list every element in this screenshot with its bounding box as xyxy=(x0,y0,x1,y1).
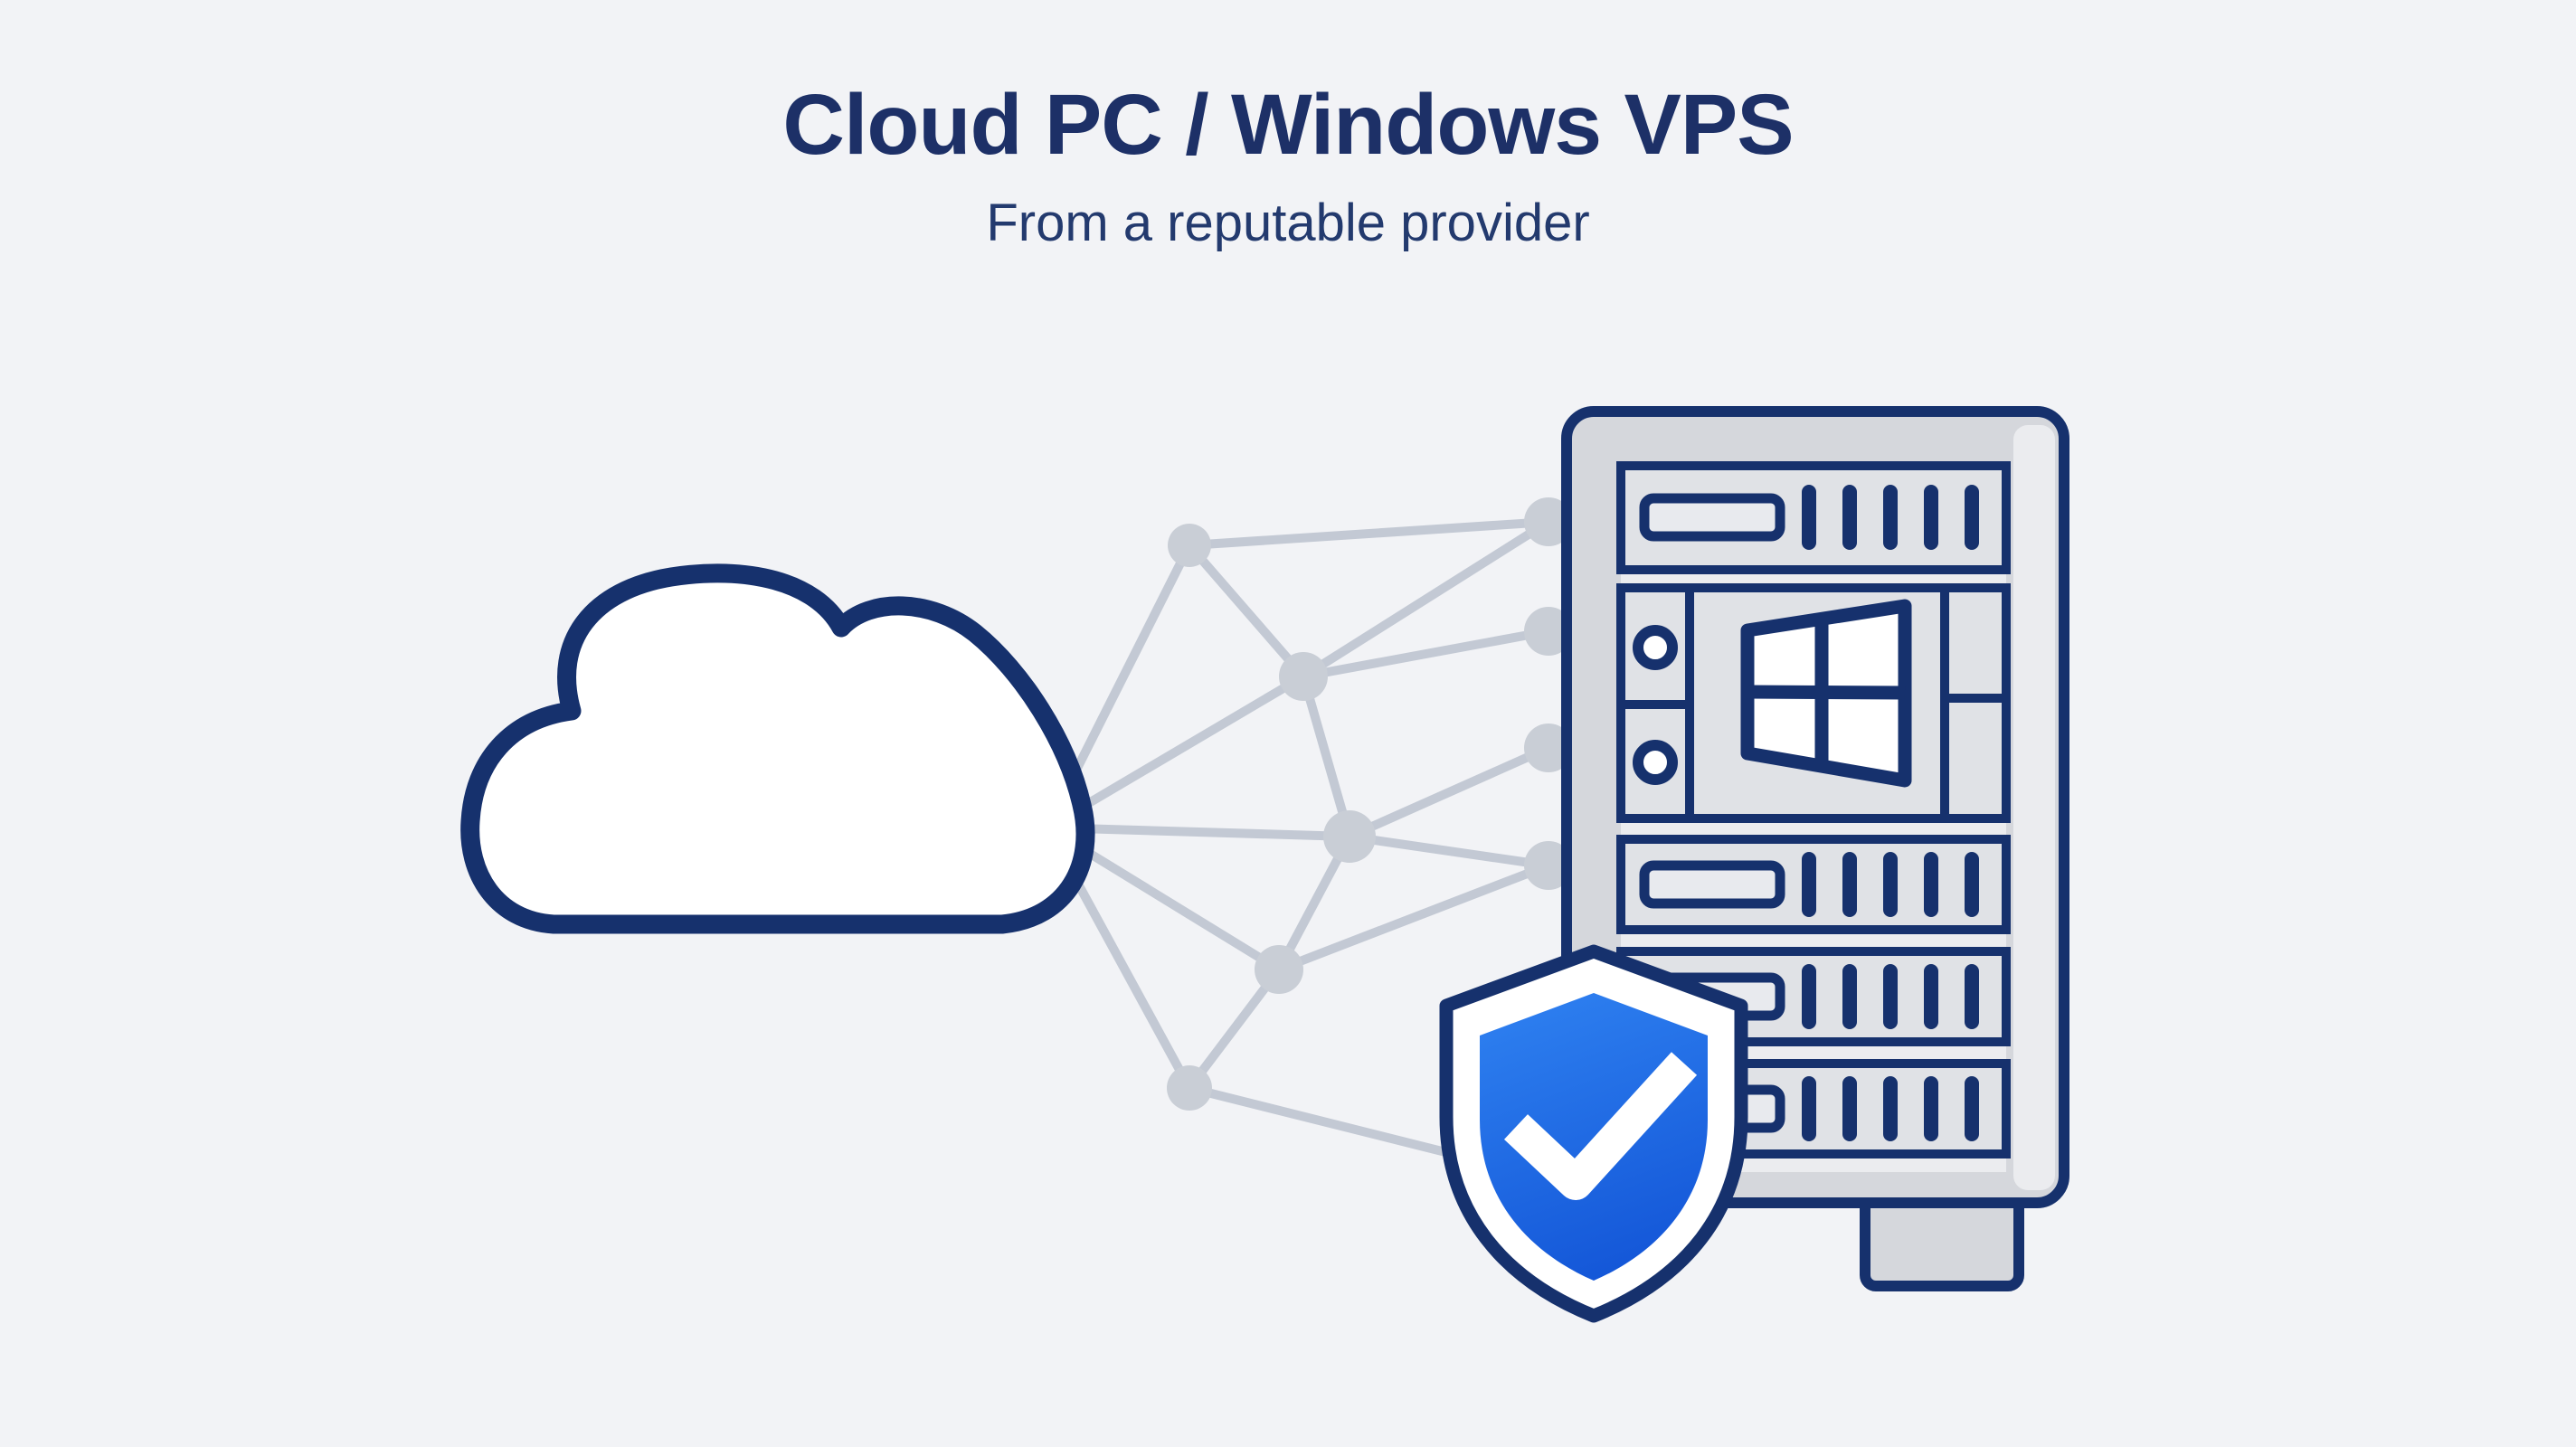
server-bay xyxy=(1616,461,2011,574)
checkmark-icon xyxy=(1503,1052,1698,1200)
cloud-outline-icon xyxy=(460,563,1095,934)
shield-fill xyxy=(1480,993,1708,1281)
header: Cloud PC / Windows VPS From a reputable … xyxy=(0,76,2576,252)
page-title: Cloud PC / Windows VPS xyxy=(782,77,1794,173)
network-node xyxy=(1524,724,1573,772)
network-node xyxy=(1323,810,1376,863)
network-node xyxy=(1524,607,1573,656)
network-node xyxy=(1524,841,1573,890)
drive-slot xyxy=(1644,498,1780,536)
network-node xyxy=(1524,497,1573,546)
server-side-rail xyxy=(2013,425,2055,1190)
network-nodes xyxy=(1167,497,1573,1111)
page-subtitle: From a reputable provider xyxy=(986,194,1590,253)
drive-led xyxy=(1633,625,1678,670)
windows-logo-icon xyxy=(1740,599,1912,788)
drive-slot xyxy=(1644,865,1780,903)
shield-checkmark-icon xyxy=(1439,944,1748,1323)
network-node xyxy=(1168,524,1211,567)
server-os-section xyxy=(1616,583,2011,823)
drive-led xyxy=(1633,740,1678,785)
server-bay xyxy=(1616,835,2011,934)
network-node xyxy=(1279,652,1328,701)
network-node xyxy=(1255,945,1303,994)
network-node xyxy=(1167,1065,1212,1111)
